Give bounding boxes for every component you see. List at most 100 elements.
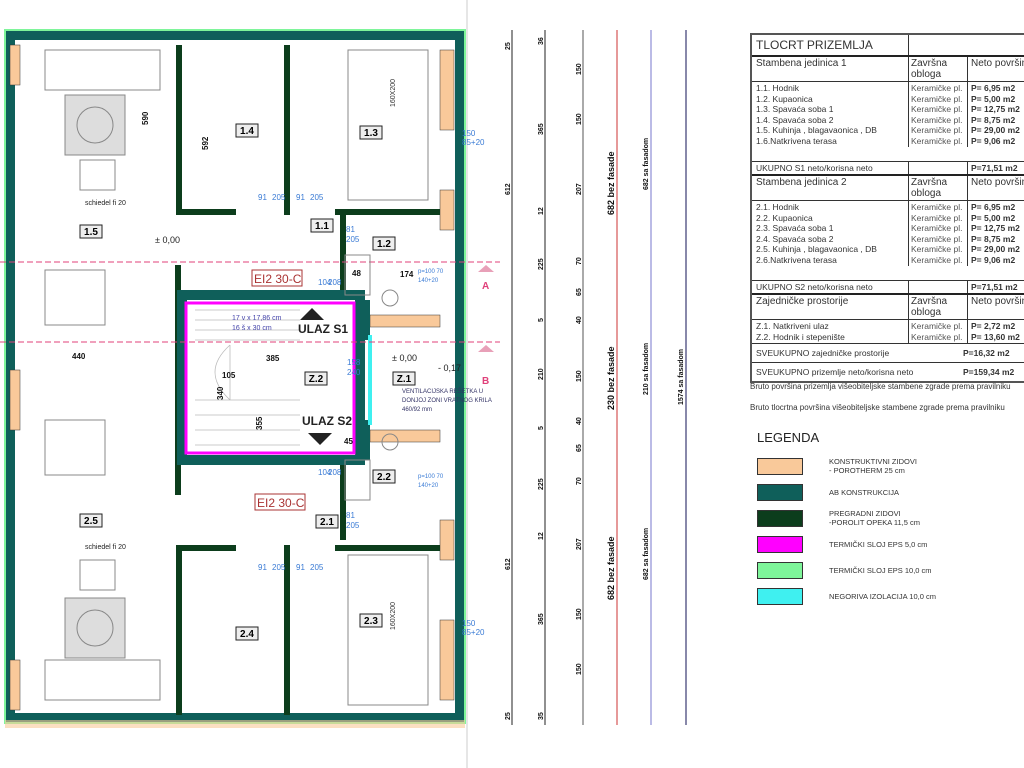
label: NEGORIVA IZOLACIJA 10,0 cm	[829, 591, 936, 601]
label: Keramičke pl.	[911, 202, 963, 212]
label: 365	[538, 613, 545, 625]
legend-item: PREGRADNI ZIDOVI-POROLIT OPEKA 11,5 cm	[757, 505, 936, 531]
label: 150	[462, 129, 476, 138]
grand-total: P=159,34 m2	[963, 367, 1015, 377]
label: 205	[310, 193, 324, 202]
label: 150	[576, 63, 583, 75]
label: 207	[576, 183, 583, 195]
stairs	[195, 309, 300, 446]
note-gross-floor-area: Bruto tlocrtna površina višeobiteljske s…	[750, 403, 1005, 412]
label: 590	[141, 111, 150, 125]
unit1-total-label: UKUPNO S1 neto/korisna neto	[752, 162, 909, 174]
label: Keramičke pl.	[911, 321, 963, 331]
label: 1.6.Natkrivena terasa	[756, 135, 837, 146]
label: 225	[538, 478, 545, 490]
label: 36	[538, 37, 545, 45]
label: 230 bez fasade	[606, 346, 616, 410]
label: 440	[72, 352, 86, 361]
label: P= 5,00 m2	[971, 212, 1016, 223]
legend-item: NEGORIVA IZOLACIJA 10,0 cm	[757, 583, 936, 609]
label: P= 9,06 m2	[971, 254, 1016, 265]
label: 40	[576, 417, 583, 425]
fire-rating-1: EI2 30-C	[254, 272, 302, 286]
label: 205	[272, 193, 286, 202]
label: 105	[222, 371, 236, 380]
legend-swatch	[757, 457, 803, 475]
room-z-1: Z.1	[397, 374, 412, 385]
label: 1.5. Kuhinja , blagavaonica , DB	[756, 125, 877, 135]
room-1-2: 1.2	[377, 239, 391, 250]
label: Neto površina	[971, 296, 1024, 307]
unit1-header: Stambena jedinica 1	[752, 57, 909, 81]
vent-note-2: DONJOJ ZONI VRATNOG KRILA	[402, 398, 492, 404]
legend-item: TERMIČKI SLOJ EPS 10,0 cm	[757, 557, 936, 583]
label: 70	[576, 257, 583, 265]
furniture	[44, 49, 429, 706]
label: 1.3. Spavaća soba 1	[756, 104, 834, 114]
label: 207	[576, 538, 583, 550]
legend-title: LEGENDA	[757, 430, 820, 445]
label: 205	[272, 563, 286, 572]
label: P= 13,60 m2	[971, 331, 1020, 342]
label: 140+20	[418, 278, 439, 284]
arrow-up-icon	[300, 308, 324, 320]
entrances: ULAZ S1 ULAZ S2	[298, 308, 352, 445]
col-finish: Završna obloga	[909, 57, 968, 81]
label: P= 6,95 m2	[971, 202, 1016, 212]
floor-plan: 1.1 1.2 1.3 1.4 1.5 Z.1 Z.2 2.1 2.2 2.3 …	[0, 0, 687, 768]
label: 2.6.Natkrivena terasa	[756, 254, 837, 265]
label: 1.1. Hodnik	[756, 83, 799, 93]
dimension-lines	[466, 0, 687, 768]
label: Keramičke pl.	[911, 331, 963, 342]
label: 81	[346, 511, 355, 520]
label: AB KONSTRUKCIJA	[829, 487, 900, 497]
level-3: - 0,17	[438, 363, 461, 373]
entrance-s1: ULAZ S1	[298, 322, 348, 336]
label: 225	[538, 258, 545, 270]
label: 70	[576, 477, 583, 485]
label: Z.2. Hodnik i stepenište	[756, 331, 845, 342]
label: 48	[352, 269, 361, 278]
label: 682 bez fasade	[606, 536, 616, 600]
section-a: A	[482, 281, 489, 292]
walls	[4, 29, 466, 728]
label: P= 9,06 m2	[971, 135, 1016, 146]
fire-rating-2: EI2 30-C	[257, 496, 305, 510]
label: 91	[258, 563, 267, 572]
label: 1574 sa fasadom	[678, 349, 685, 405]
label: 45	[344, 437, 353, 446]
room-2-1: 2.1	[320, 517, 334, 528]
label: 140+20	[418, 483, 439, 489]
label: - POROTHERM 25 cm	[829, 466, 905, 475]
label: Keramičke pl.	[911, 244, 963, 254]
room-1-4: 1.4	[240, 126, 254, 137]
label: Keramičke pl.	[911, 125, 963, 135]
label: 365	[538, 123, 545, 135]
label: Keramičke pl.	[911, 114, 963, 125]
label: 592	[201, 136, 210, 150]
table-title: TLOCRT PRIZEMLJA	[752, 35, 909, 55]
legend-swatch	[757, 509, 803, 527]
note-gross-area: Bruto površina prizemlja višeobiteljske …	[750, 382, 1011, 391]
label: 240	[347, 368, 361, 377]
label: 174	[400, 270, 414, 279]
label: p=100 70	[418, 269, 444, 275]
arrow-down-icon	[308, 433, 332, 445]
label: 385	[266, 354, 280, 363]
label: 1.2. Kupaonica	[756, 93, 813, 104]
label: Keramičke pl.	[911, 104, 963, 114]
legend: LEGENDA KONSTRUKTIVNI ZIDOVI- POROTHERM …	[757, 430, 936, 609]
label: Završna obloga	[909, 295, 968, 319]
label: P= 29,00 m2	[971, 125, 1020, 135]
vent-note-3: 460/92 mm	[402, 407, 432, 413]
label: Keramičke pl.	[911, 135, 963, 146]
common-header: Zajedničke prostorije	[752, 295, 909, 319]
label: 91	[296, 193, 305, 202]
label: 25	[505, 42, 512, 50]
label: Keramičke pl.	[911, 212, 963, 223]
label: Keramičke pl.	[911, 233, 963, 244]
label: 2.4. Spavaća soba 2	[756, 233, 834, 244]
label: 340	[216, 386, 225, 400]
label: 81	[346, 225, 355, 234]
